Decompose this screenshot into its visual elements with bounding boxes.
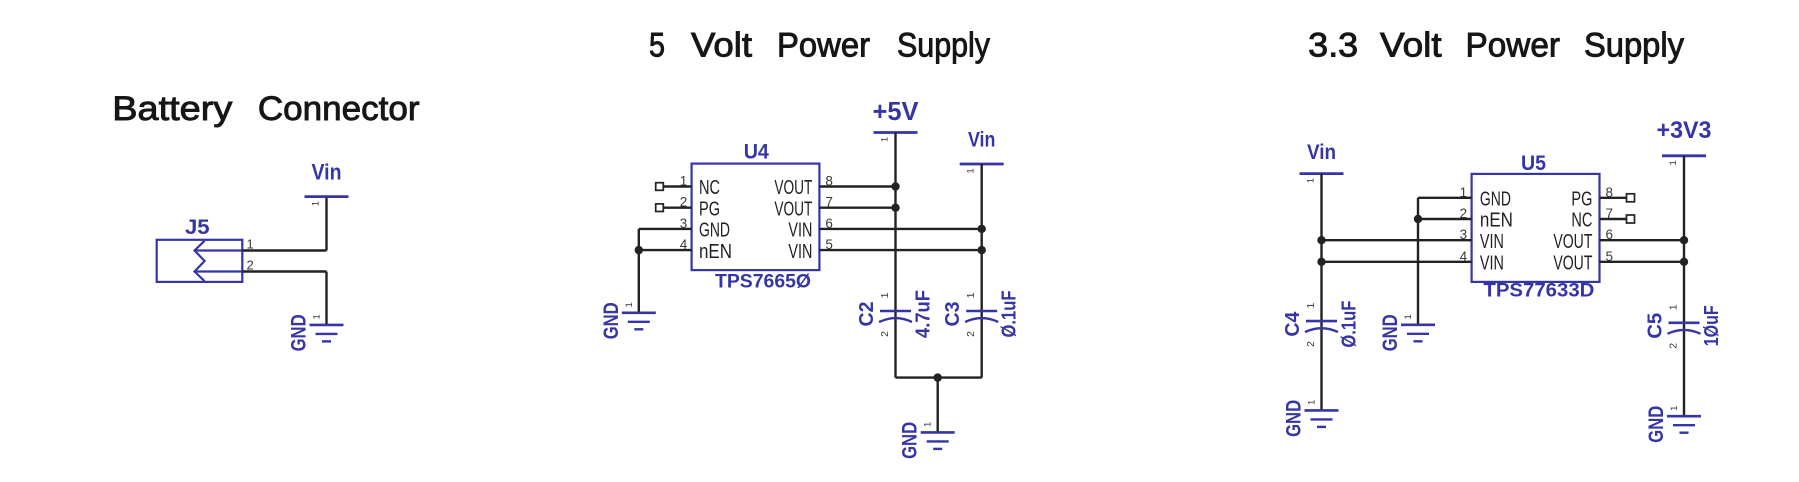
svg-text:2: 2 — [1305, 341, 1317, 347]
svg-text:GND: GND — [899, 422, 922, 459]
svg-text:2: 2 — [1668, 343, 1680, 349]
svg-text:GND: GND — [1379, 314, 1402, 351]
svg-text:7: 7 — [825, 195, 833, 210]
svg-text:Supply: Supply — [1584, 27, 1684, 65]
svg-text:VIN: VIN — [1480, 253, 1504, 275]
svg-text:C3: C3 — [942, 302, 964, 327]
svg-text:Power: Power — [777, 26, 870, 64]
svg-text:GND: GND — [699, 220, 730, 242]
svg-text:VIN: VIN — [788, 241, 812, 263]
svg-text:1: 1 — [247, 237, 254, 252]
svg-text:1: 1 — [1669, 406, 1680, 411]
svg-text:2: 2 — [879, 331, 891, 337]
svg-text:VOUT: VOUT — [1553, 253, 1592, 275]
svg-text:VIN: VIN — [788, 220, 812, 242]
svg-text:VOUT: VOUT — [774, 198, 812, 220]
svg-text:PG: PG — [1571, 189, 1592, 211]
svg-text:3: 3 — [680, 216, 688, 231]
svg-text:+5V: +5V — [873, 96, 920, 126]
svg-text:4: 4 — [680, 237, 688, 252]
svg-text:1: 1 — [1306, 178, 1317, 183]
svg-text:1ØuF: 1ØuF — [1701, 305, 1723, 346]
svg-text:GND: GND — [288, 314, 311, 351]
svg-text:1: 1 — [966, 168, 977, 173]
svg-text:2: 2 — [247, 258, 254, 273]
svg-text:Ø.1uF: Ø.1uF — [1339, 301, 1361, 348]
svg-text:6: 6 — [825, 216, 833, 231]
svg-text:GND: GND — [1283, 400, 1306, 437]
svg-text:4: 4 — [1460, 249, 1468, 264]
svg-text:TPS7665Ø: TPS7665Ø — [715, 272, 811, 293]
svg-text:TPS77633D: TPS77633D — [1483, 281, 1594, 302]
svg-text:5: 5 — [825, 237, 833, 252]
svg-text:Power: Power — [1466, 27, 1561, 65]
svg-text:1: 1 — [1307, 400, 1318, 405]
svg-text:NC: NC — [1571, 210, 1592, 232]
svg-text:4.7uF: 4.7uF — [913, 290, 935, 338]
svg-text:J5: J5 — [185, 216, 210, 239]
svg-text:GND: GND — [1645, 406, 1668, 443]
svg-text:1: 1 — [1668, 160, 1679, 165]
svg-text:U4: U4 — [744, 140, 769, 163]
svg-text:nEN: nEN — [699, 241, 732, 263]
svg-text:Volt: Volt — [1380, 27, 1442, 65]
svg-text:8: 8 — [825, 174, 833, 189]
svg-text:Vin: Vin — [1307, 141, 1336, 164]
svg-text:Battery: Battery — [112, 90, 232, 128]
svg-text:Vin: Vin — [968, 129, 995, 152]
svg-text:1: 1 — [1668, 304, 1680, 310]
svg-text:C2: C2 — [856, 302, 878, 327]
svg-text:1: 1 — [680, 174, 688, 189]
svg-text:5: 5 — [1606, 249, 1614, 264]
svg-text:+3V3: +3V3 — [1657, 117, 1712, 144]
svg-text:1: 1 — [311, 201, 322, 206]
svg-text:1: 1 — [879, 292, 891, 298]
svg-text:VIN: VIN — [1480, 231, 1504, 253]
svg-text:C5: C5 — [1645, 313, 1667, 339]
svg-text:2: 2 — [965, 331, 977, 337]
svg-text:8: 8 — [1606, 185, 1614, 200]
svg-text:Supply: Supply — [897, 26, 990, 64]
svg-text:NC: NC — [699, 177, 720, 199]
svg-text:6: 6 — [1606, 227, 1614, 242]
svg-text:Volt: Volt — [691, 26, 753, 64]
svg-text:VOUT: VOUT — [1553, 231, 1592, 253]
svg-text:1: 1 — [1460, 185, 1468, 200]
svg-text:1: 1 — [624, 302, 635, 307]
svg-text:nEN: nEN — [1480, 210, 1513, 232]
svg-text:2: 2 — [1460, 206, 1468, 221]
svg-text:U5: U5 — [1521, 152, 1546, 175]
svg-text:1: 1 — [1305, 303, 1317, 309]
svg-text:Connector: Connector — [258, 90, 420, 128]
svg-text:VOUT: VOUT — [774, 177, 812, 199]
svg-text:PG: PG — [699, 198, 720, 220]
svg-text:5: 5 — [649, 26, 665, 64]
svg-text:GND: GND — [600, 302, 623, 339]
svg-text:1: 1 — [880, 137, 891, 142]
svg-text:1: 1 — [965, 292, 977, 298]
svg-text:C4: C4 — [1282, 311, 1304, 337]
svg-text:3.3: 3.3 — [1308, 27, 1358, 65]
svg-text:Ø.1uF: Ø.1uF — [999, 291, 1021, 338]
svg-text:2: 2 — [680, 195, 688, 210]
svg-text:1: 1 — [1403, 314, 1414, 319]
svg-text:GND: GND — [1480, 189, 1511, 211]
svg-text:1: 1 — [312, 314, 323, 319]
svg-text:1: 1 — [923, 422, 934, 427]
svg-text:7: 7 — [1606, 206, 1614, 221]
svg-text:3: 3 — [1460, 227, 1468, 242]
svg-text:Vin: Vin — [312, 160, 342, 185]
